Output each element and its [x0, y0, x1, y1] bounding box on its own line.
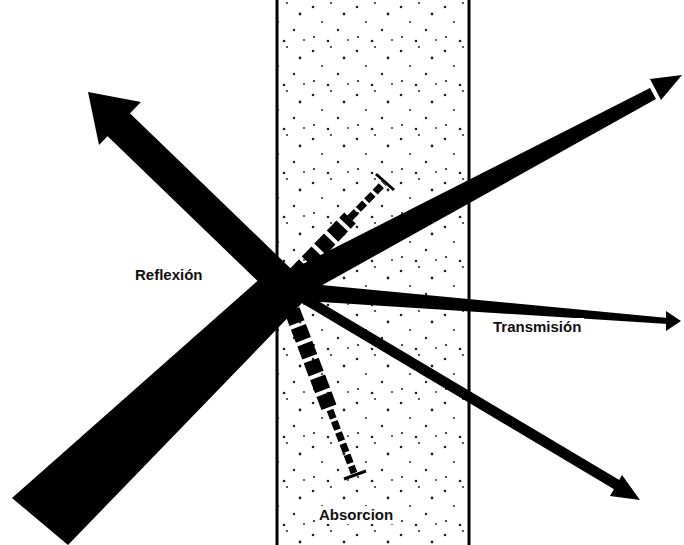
transmission-label: Transmisión — [490, 318, 584, 336]
transmitted-beam — [290, 282, 668, 324]
absorbed-beam — [292, 310, 330, 410]
slab-surface — [468, 0, 471, 545]
arrow-head — [666, 311, 681, 331]
transmitted-beam — [283, 88, 656, 302]
absorption-end — [376, 174, 394, 190]
absorbed-beams — [292, 174, 394, 479]
arrow-head — [610, 475, 640, 500]
absorption-label: Absorcion — [316, 506, 396, 524]
slab-texture — [277, 0, 469, 545]
incident-beam — [12, 268, 305, 545]
beams — [12, 75, 682, 545]
absorbed-beam — [350, 183, 384, 218]
absorbed-beam — [330, 410, 354, 473]
reflected-beam — [118, 124, 292, 292]
absorbed-beam — [295, 218, 350, 275]
arrow-head — [650, 75, 682, 100]
reflection-label: Reflexión — [132, 266, 206, 284]
arrow-head — [88, 92, 141, 145]
transmitted-beam — [283, 280, 621, 491]
slab — [277, 0, 469, 545]
absorption-end — [344, 471, 366, 479]
